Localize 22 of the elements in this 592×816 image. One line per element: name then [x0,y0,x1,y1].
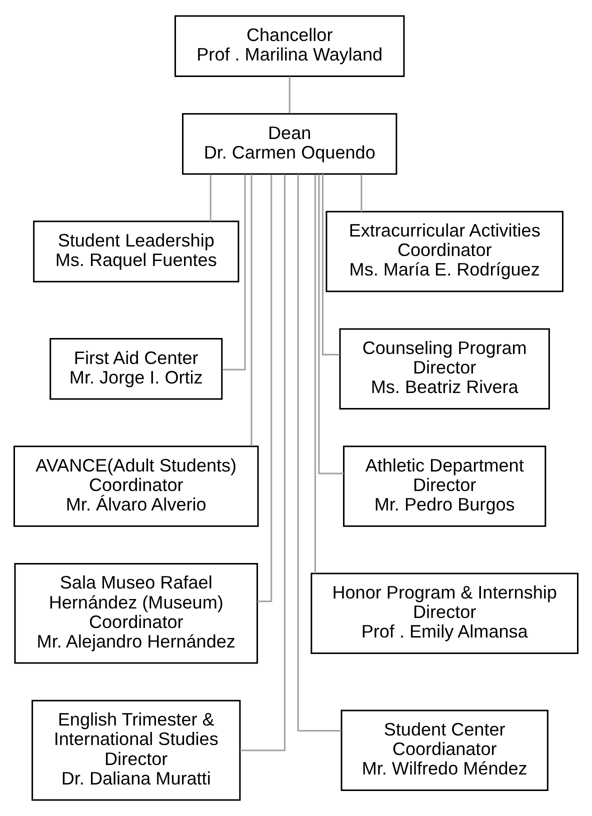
node-box: English Trimester & International Studies Director Dr. Daliana Muratti [32,700,241,801]
connector [210,174,212,222]
node-box: Student Center Coordianator Mr. Wilfredo Méndez [340,710,548,791]
node-box: Student Leadership Ms. Raquel Fuentes [33,220,240,282]
connector [318,174,344,474]
node-box: AVANCE(Adult Students) Coordinator Mr. Álvaro Alverio [13,446,259,527]
connector [314,174,316,574]
node-box: Athletic Department Director Mr. Pedro Burgos [343,446,546,527]
node-box: First Aid Center Mr. Jorge I. Ortiz [50,338,223,400]
connector [360,174,362,212]
connector [322,174,340,356]
node-box: Sala Museo Rafael Hernández (Museum) Coordinator Mr. Alejandro Hernández [14,562,258,664]
connector [288,76,290,114]
node-box: Dean Dr. Carmen Oquendo [182,113,398,175]
connector [297,174,342,732]
node-box: Counseling Program Director Ms. Beatriz Rivera [339,328,550,410]
connector [222,174,246,370]
node-box: Honor Program & Internship Director Prof . Emily Almansa [310,572,579,654]
connector [240,174,286,752]
node-box: Chancellor Prof . Marilina Wayland [174,15,405,77]
node-box: Extracurricular Activities Coordinator Ms. María E. Rodríguez [326,210,564,292]
connector [250,174,252,446]
